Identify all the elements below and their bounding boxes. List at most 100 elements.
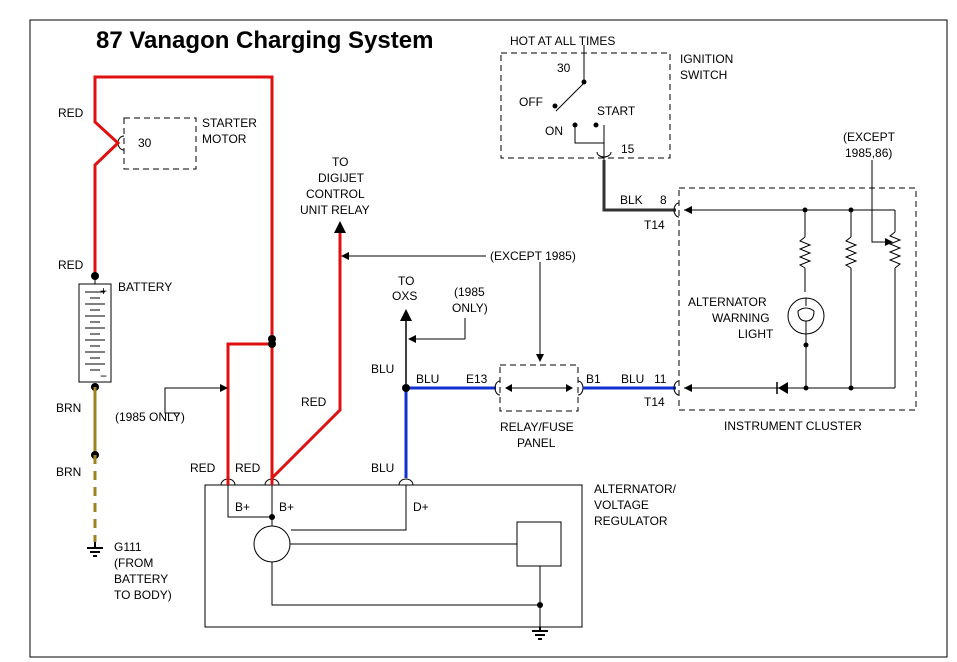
leader-1985-only	[164, 387, 222, 414]
variable-resistor-wiper	[871, 160, 888, 243]
diode-icon	[778, 382, 788, 394]
starter-motor-box	[123, 117, 197, 170]
ground-label-1: G111	[114, 540, 142, 554]
d-plus-connector	[398, 478, 414, 486]
variable-resistor-icon	[888, 231, 902, 269]
blk-wire	[602, 160, 676, 212]
battery-label: BATTERY	[118, 280, 172, 294]
instrument-cluster-label: INSTRUMENT CLUSTER	[724, 419, 862, 433]
alt-ground-node	[537, 602, 543, 608]
red-label-battery: RED	[58, 258, 84, 272]
alternator-ground-icon	[532, 627, 548, 640]
cluster-bottom-node-2	[848, 385, 854, 391]
relay-fuse-arrow-left-icon	[505, 384, 512, 392]
battery-minus-sign: −	[100, 369, 107, 383]
d-plus-label: D+	[413, 500, 429, 514]
starter-terminal-label: 30	[138, 136, 152, 150]
red-splice-node-2	[268, 340, 276, 348]
t14-label-top: T14	[644, 218, 665, 232]
to-oxs-label-2: OXS	[392, 289, 417, 303]
cluster-bottom-rail-arrow-icon	[684, 384, 692, 392]
hot-at-all-times-label: HOT AT ALL TIMES	[510, 34, 615, 48]
blk-label: BLK	[620, 193, 643, 207]
except-8586-label-1: (EXCEPT	[843, 130, 896, 144]
blu-label-down: BLU	[371, 461, 394, 475]
ign-30-label: 30	[557, 61, 571, 75]
starter-motor-label-1: STARTER	[202, 116, 257, 130]
alt-label-3: REGULATOR	[594, 514, 668, 528]
red-wire-1985-only	[226, 342, 272, 470]
battery-cells	[85, 291, 105, 371]
t14-label-bottom: T14	[644, 395, 665, 409]
blu-11-label: 11	[654, 372, 667, 386]
ign-start-label: START	[597, 104, 636, 118]
ground-label-3: BATTERY	[114, 572, 168, 586]
ignition-switch-label-1: IGNITION	[680, 52, 733, 66]
red-wire-starter	[93, 75, 274, 470]
b1-label: B1	[586, 372, 601, 386]
warning-lamp-filament-icon	[797, 307, 815, 322]
alt-label-2: VOLTAGE	[594, 498, 649, 512]
ign-30-contact	[581, 79, 587, 85]
e13-label: E13	[466, 372, 488, 386]
ign-internal-wire	[574, 125, 605, 144]
alt-internal-d-plus	[291, 485, 407, 531]
awl-label-1: ALTERNATOR	[688, 295, 767, 309]
blu-wire-d-plus	[404, 386, 496, 478]
alt-internal-b-plus	[227, 485, 273, 518]
digijet-label-1: TO	[332, 155, 348, 169]
cluster-top-rail-arrow-icon	[684, 206, 692, 214]
digijet-label-2: DIGIJET	[318, 171, 365, 185]
only-1985-b-label-2: ONLY)	[452, 301, 488, 315]
leader-1985-only-b-arrow-icon	[408, 335, 416, 343]
cluster-bottom-node-1	[803, 385, 809, 391]
blu-splice-node	[402, 384, 410, 392]
ign-on-label: ON	[545, 124, 563, 138]
relay-fuse-arrow-right-icon	[566, 384, 573, 392]
ign-start-contact	[593, 122, 599, 128]
to-oxs-arrow-icon	[400, 309, 412, 321]
relay-fuse-panel-box	[499, 364, 579, 412]
diagram-title: 87 Vanagon Charging System	[96, 27, 433, 54]
alt-internal-ground	[271, 562, 540, 606]
digijet-label-4: UNIT RELAY	[300, 203, 370, 217]
t14-8-connector	[673, 202, 680, 218]
blu-label-left: BLU	[371, 362, 394, 376]
alt-internal-node	[269, 514, 275, 520]
digijet-arrow-icon	[334, 221, 346, 233]
leader-except-1985-down-arrow-icon	[536, 354, 544, 362]
resistor-1-icon	[798, 236, 812, 269]
brn-label-2: BRN	[56, 465, 81, 479]
e13-connector	[494, 380, 501, 396]
starter-motor-label-2: MOTOR	[202, 132, 247, 146]
to-oxs-label-1: TO	[398, 274, 414, 288]
alt-label-1: ALTERNATOR/	[594, 482, 677, 496]
leader-except-1985-arrow-icon	[341, 252, 349, 260]
except-1985-label: (EXCEPT 1985)	[490, 249, 576, 263]
alternator-box	[204, 484, 583, 628]
ignition-switch-label-2: SWITCH	[680, 68, 727, 82]
resistor-2-icon	[844, 236, 858, 269]
battery-plus-sign: +	[100, 284, 107, 298]
b1-connector	[577, 380, 584, 396]
b-plus-right-label: B+	[279, 500, 294, 514]
ground-label-2: (FROM	[114, 556, 153, 570]
leader-1985-only-arrow-icon	[220, 384, 228, 392]
ign-switch-blade	[555, 83, 584, 112]
b-plus-left-label: B+	[235, 500, 250, 514]
ign-off-contact	[552, 103, 558, 109]
only-1985-label: (1985 ONLY)	[115, 410, 185, 424]
blu-label-right: BLU	[621, 372, 644, 386]
battery-symbol	[78, 283, 112, 383]
digijet-label-3: CONTROL	[306, 187, 365, 201]
ground-label-4: TO BODY)	[114, 588, 172, 602]
relay-fuse-label-1: RELAY/FUSE	[500, 420, 574, 434]
awl-label-2: WARNING	[712, 311, 770, 325]
alternator-rotor-icon	[253, 525, 291, 563]
red-wire-digijet	[270, 232, 342, 480]
awl-label-3: LIGHT	[738, 327, 774, 341]
ignition-switch-box	[500, 52, 671, 159]
blu-label-e13: BLU	[416, 372, 439, 386]
relay-fuse-label-2: PANEL	[517, 436, 556, 450]
